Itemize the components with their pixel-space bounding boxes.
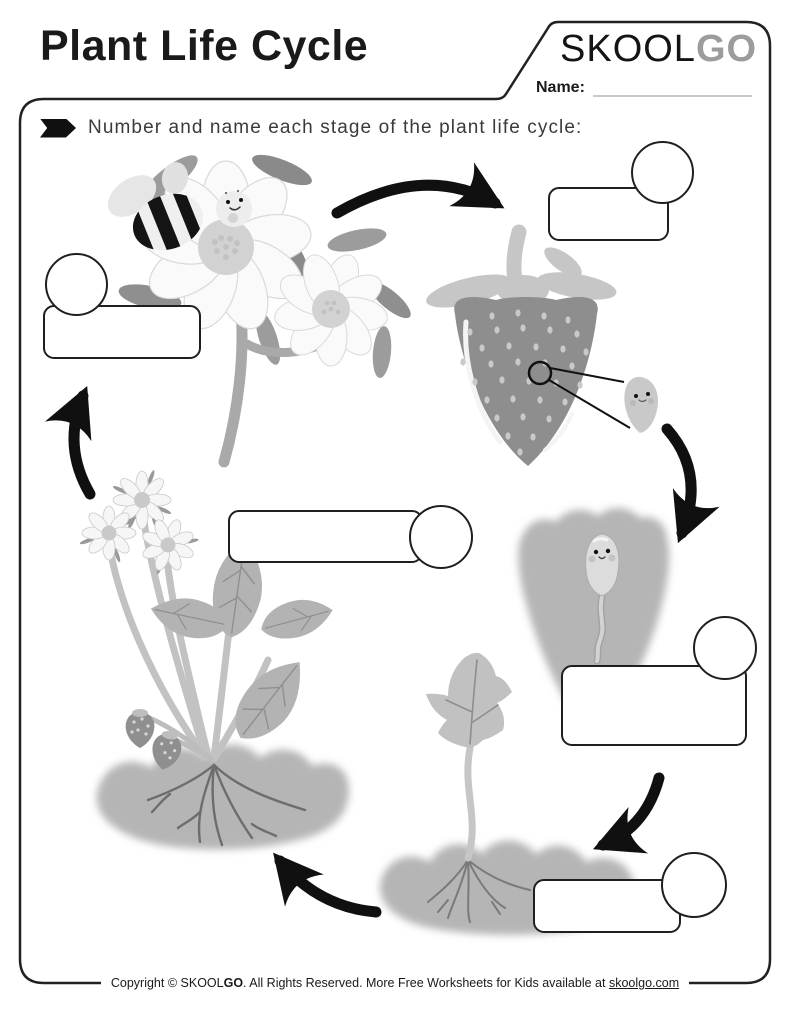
arrow-plant-to-flower [44, 385, 96, 500]
name-input-line[interactable] [592, 78, 752, 97]
stage-number-circle-seed[interactable] [693, 616, 757, 680]
copyright-text: Copyright © SKOOLGO. All Rights Reserved… [100, 974, 690, 992]
plant-strawberries [125, 709, 182, 770]
stage-number-circle-fruit[interactable] [631, 141, 694, 204]
arrow-tag-icon [40, 118, 76, 138]
stage-number-circle-plant[interactable] [409, 505, 473, 569]
page-title: Plant Life Cycle [40, 22, 369, 70]
mature-strawberry-plant-illustration [79, 470, 350, 850]
skoolgo-link[interactable]: skoolgo.com [608, 976, 680, 990]
plant-roots [146, 763, 307, 847]
logo-go-text: GO [695, 28, 758, 70]
name-field-row: Name: [536, 78, 752, 97]
small-daisy-flower [274, 254, 388, 367]
plant-flowers [79, 470, 199, 575]
flowering-plant-with-bee-illustration [107, 154, 411, 468]
arrow-flower-to-fruit [331, 162, 505, 219]
seed-callout-magnifier [527, 360, 659, 433]
logo-skool-text: SKOOL [560, 28, 696, 70]
stage-number-circle-seedling[interactable] [661, 852, 727, 918]
strawberry-seeds [460, 309, 589, 456]
instruction-row: Number and name each stage of the plant … [40, 117, 582, 139]
stage-name-box-seed[interactable] [561, 665, 747, 746]
footer-prefix: Copyright © SKOOL [110, 976, 224, 990]
footer-middle: . All Rights Reserved. More Free Workshe… [243, 976, 609, 990]
arrow-fruit-to-seed [661, 423, 720, 544]
seedling-roots [427, 859, 531, 923]
name-label: Name: [536, 79, 585, 96]
arrow-seedling-to-plant [273, 852, 382, 918]
stage-number-circle-flower[interactable] [45, 253, 108, 316]
page-frame-border [18, 20, 772, 985]
strawberry-fruit-illustration [426, 224, 659, 466]
skoolgo-logo: SKOOLGO [560, 28, 757, 71]
instruction-text: Number and name each stage of the plant … [88, 117, 583, 138]
stage-name-box-flower[interactable] [43, 305, 201, 359]
stage-name-box-plant[interactable] [228, 510, 423, 563]
arrow-seed-to-seedling [592, 772, 665, 854]
footer: Copyright © SKOOLGO. All Rights Reserved… [20, 974, 770, 992]
footer-brand-go: GO [223, 976, 244, 990]
stage-name-box-seedling[interactable] [533, 879, 681, 933]
bee-icon [107, 162, 252, 260]
stage-name-box-fruit[interactable] [548, 187, 669, 241]
plant-leaves [150, 538, 333, 739]
